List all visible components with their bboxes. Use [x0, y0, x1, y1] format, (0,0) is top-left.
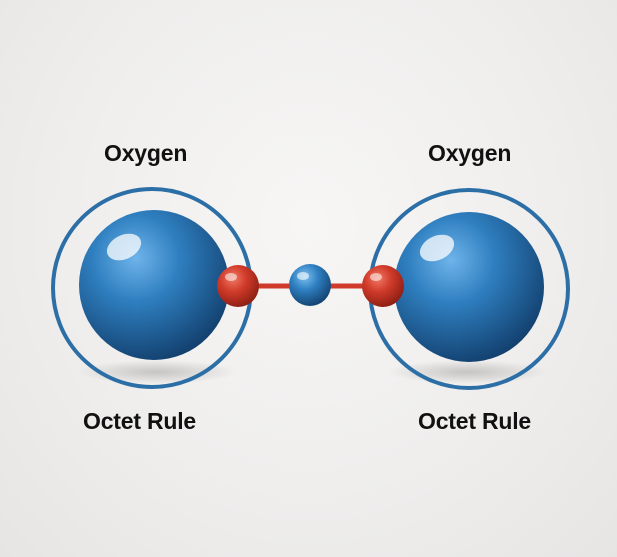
right-oxygen-atom: [394, 212, 544, 362]
left-electron-highlight: [225, 273, 237, 281]
left-shared-electron: [217, 265, 259, 307]
center-particle: [289, 264, 331, 306]
right-atom-highlight: [419, 234, 455, 262]
right-electron-highlight: [370, 273, 382, 281]
left-atom-name: Oxygen: [104, 140, 188, 166]
left-atom-highlight: [106, 233, 142, 261]
right-atom-caption: Octet Rule: [418, 408, 532, 434]
left-atom-caption: Octet Rule: [83, 408, 197, 434]
right-atom-name: Oxygen: [428, 140, 512, 166]
right-shared-electron: [362, 265, 404, 307]
left-oxygen-atom: [79, 210, 229, 360]
center-particle-highlight: [297, 272, 309, 280]
